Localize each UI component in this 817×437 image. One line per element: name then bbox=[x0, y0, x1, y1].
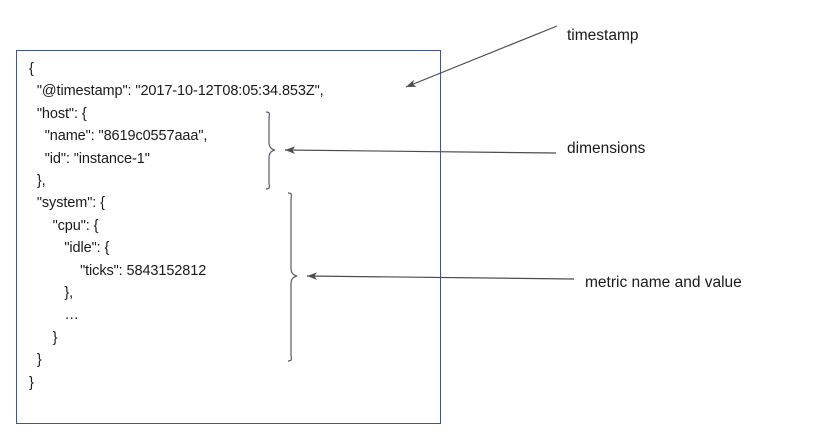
json-line-system-close: } bbox=[29, 352, 42, 369]
annotation-label-metric: metric name and value bbox=[585, 274, 742, 291]
json-line-cpu-open: "cpu": { bbox=[29, 217, 99, 234]
json-line-ellipsis: … bbox=[29, 307, 79, 324]
json-line-host-name: "name": "8619c0557aaa", bbox=[29, 128, 208, 145]
json-line-host-id: "id": "instance-1" bbox=[29, 150, 150, 167]
json-line-system-open: "system": { bbox=[29, 195, 105, 212]
json-code-block: { "@timestamp": "2017-10-12T08:05:34.853… bbox=[29, 58, 438, 394]
annotation-label-dimensions: dimensions bbox=[567, 140, 646, 157]
json-line-idle-close: }, bbox=[29, 285, 74, 302]
json-line-timestamp: "@timestamp": "2017-10-12T08:05:34.853Z"… bbox=[29, 83, 324, 100]
json-line: { bbox=[29, 61, 34, 77]
json-line-host-open: "host": { bbox=[29, 105, 87, 122]
json-document-panel: { "@timestamp": "2017-10-12T08:05:34.853… bbox=[16, 50, 441, 424]
json-line-idle-open: "idle": { bbox=[29, 240, 110, 257]
json-line-root-close: } bbox=[29, 374, 34, 391]
json-line-host-close: }, bbox=[29, 173, 46, 190]
json-line-ticks: "ticks": 5843152812 bbox=[29, 262, 207, 279]
annotation-label-timestamp: timestamp bbox=[567, 27, 639, 44]
json-line-cpu-close: } bbox=[29, 329, 58, 346]
